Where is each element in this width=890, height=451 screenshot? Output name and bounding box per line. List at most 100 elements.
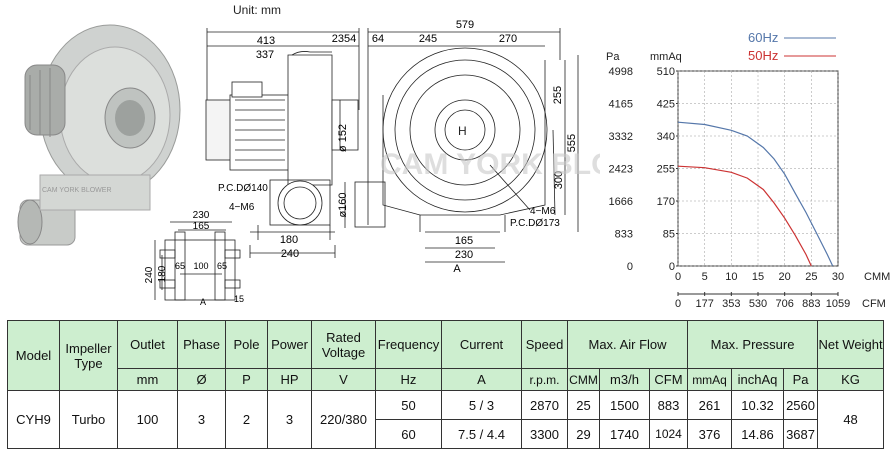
cell-current-60: 7.5 / 4.4: [441, 419, 522, 449]
dim-270: 270: [499, 33, 517, 45]
chart-grid: [676, 70, 839, 296]
unit-outlet: mm: [117, 368, 178, 391]
legend-label-60hz: 60Hz: [748, 30, 778, 45]
cell-phase: 3: [177, 390, 226, 449]
cell-impeller: Turbo: [59, 390, 118, 449]
unit-cmm: CMM: [567, 368, 600, 391]
dim-230: 230: [455, 249, 473, 261]
tick-label-pa: 4165: [609, 99, 633, 111]
header-outlet: Outlet: [117, 320, 178, 369]
dim-579: 579: [456, 19, 474, 31]
cell-inchaq-60: 14.86: [731, 419, 785, 449]
cell-cfm-50: 883: [648, 390, 689, 420]
unit-weight: KG: [817, 368, 885, 391]
dim-245: 245: [419, 33, 437, 45]
tick-label-cmm: 10: [725, 271, 737, 283]
tick-label-cmm: 0: [675, 271, 681, 283]
header-pressure: Max. Pressure: [687, 320, 819, 369]
unit-m3h: m3/h: [599, 368, 650, 391]
dim-s165: 165: [193, 221, 210, 232]
header-model: Model: [7, 320, 60, 391]
tick-label-mmaq: 510: [657, 66, 675, 78]
dim-pcd173: P.C.DØ173: [510, 218, 560, 229]
base-view: [154, 221, 241, 301]
dim-165: 165: [455, 235, 473, 247]
dim-m6-left: 4−M6: [229, 202, 255, 213]
axis-label-cmm: CMM: [864, 271, 890, 283]
header-current: Current: [441, 320, 522, 369]
performance-chart: 5104998425416534033322552423170166685833…: [606, 30, 890, 310]
cell-cmm-60: 29: [567, 419, 600, 449]
tick-label-cfm: 0: [675, 298, 681, 310]
cell-outlet: 100: [117, 390, 178, 449]
header-voltage: Rated Voltage: [311, 320, 376, 369]
dim-a-small: A: [200, 297, 206, 307]
unit-power: HP: [267, 368, 312, 391]
dim-s240: 240: [144, 266, 155, 283]
cell-cfm-60: 1024: [648, 419, 689, 449]
tick-label-cmm: 25: [805, 271, 817, 283]
svg-text:H: H: [458, 124, 467, 138]
axis-label-cfm: CFM: [862, 298, 886, 310]
tick-label-mmaq: 255: [657, 164, 675, 176]
cell-m3h-60: 1740: [599, 419, 650, 449]
dim-240: 240: [281, 248, 299, 260]
unit-cfm: CFM: [648, 368, 689, 391]
dim-152: ø 152: [337, 124, 349, 152]
unit-label: Unit: mm: [233, 3, 281, 17]
dim-pcd140: P.C.DØ140: [218, 183, 268, 194]
cell-inchaq-50: 10.32: [731, 390, 785, 420]
unit-phase: Ø: [177, 368, 226, 391]
dim-a-right: A: [453, 263, 461, 275]
tick-label-cfm: 706: [775, 298, 793, 310]
tick-label-cfm: 883: [802, 298, 820, 310]
dim-s180: 180: [157, 265, 168, 282]
series-line-50hz: [677, 165, 812, 267]
dim-s65a: 65: [175, 261, 185, 271]
tick-label-cfm: 177: [695, 298, 713, 310]
header-pole: Pole: [225, 320, 268, 369]
dim-337: 337: [256, 49, 274, 61]
unit-pole: P: [225, 368, 268, 391]
header-phase: Phase: [177, 320, 226, 369]
cell-voltage: 220/380: [311, 390, 376, 449]
header-speed: Speed: [521, 320, 568, 369]
dim-413: 413: [257, 35, 275, 47]
dim-160: ø160: [337, 192, 349, 217]
tick-label-mmaq: 0: [669, 261, 675, 273]
technical-drawing: CAM YORK BLOWER Unit: mm 413 337 2354 ø: [17, 3, 600, 307]
cell-pa-50: 2560: [783, 390, 819, 420]
tick-label-pa: 0: [627, 261, 633, 273]
tick-label-cfm: 530: [749, 298, 767, 310]
header-impeller: Impeller Type: [59, 320, 118, 391]
chart-lines: [677, 121, 834, 267]
cell-speed-60: 3300: [521, 419, 568, 449]
tick-label-pa: 2423: [609, 164, 633, 176]
dim-300: 300: [553, 171, 565, 189]
dim-255: 255: [552, 86, 564, 104]
unit-mmaq: mmAq: [687, 368, 733, 391]
unit-current: A: [441, 368, 522, 391]
tick-label-mmaq: 425: [657, 99, 675, 111]
cell-cmm-50: 25: [567, 390, 600, 420]
cell-pa-60: 3687: [783, 419, 819, 449]
axis-label-pa: Pa: [606, 51, 620, 63]
cell-freq-60: 60: [375, 419, 442, 449]
header-airflow: Max. Air Flow: [566, 320, 689, 369]
unit-pa: Pa: [783, 368, 819, 391]
dim-2354: 2354: [332, 33, 356, 45]
tick-label-cmm: 5: [702, 271, 708, 283]
axis-label-mmaq: mmAq: [650, 51, 682, 63]
dim-555: 555: [566, 134, 578, 152]
tick-label-cfm: 1059: [826, 298, 850, 310]
tick-label-cfm: 353: [722, 298, 740, 310]
series-line-60hz: [677, 121, 834, 267]
cell-current-50: 5 / 3: [441, 390, 522, 420]
cell-model: CYH9: [7, 390, 60, 449]
tick-label-pa: 4998: [609, 66, 633, 78]
header-frequency: Frequency: [375, 320, 442, 369]
tick-label-mmaq: 170: [657, 196, 675, 208]
cell-mmaq-60: 376: [687, 419, 733, 449]
dim-s65b: 65: [217, 261, 227, 271]
blower-photo: [17, 24, 181, 246]
